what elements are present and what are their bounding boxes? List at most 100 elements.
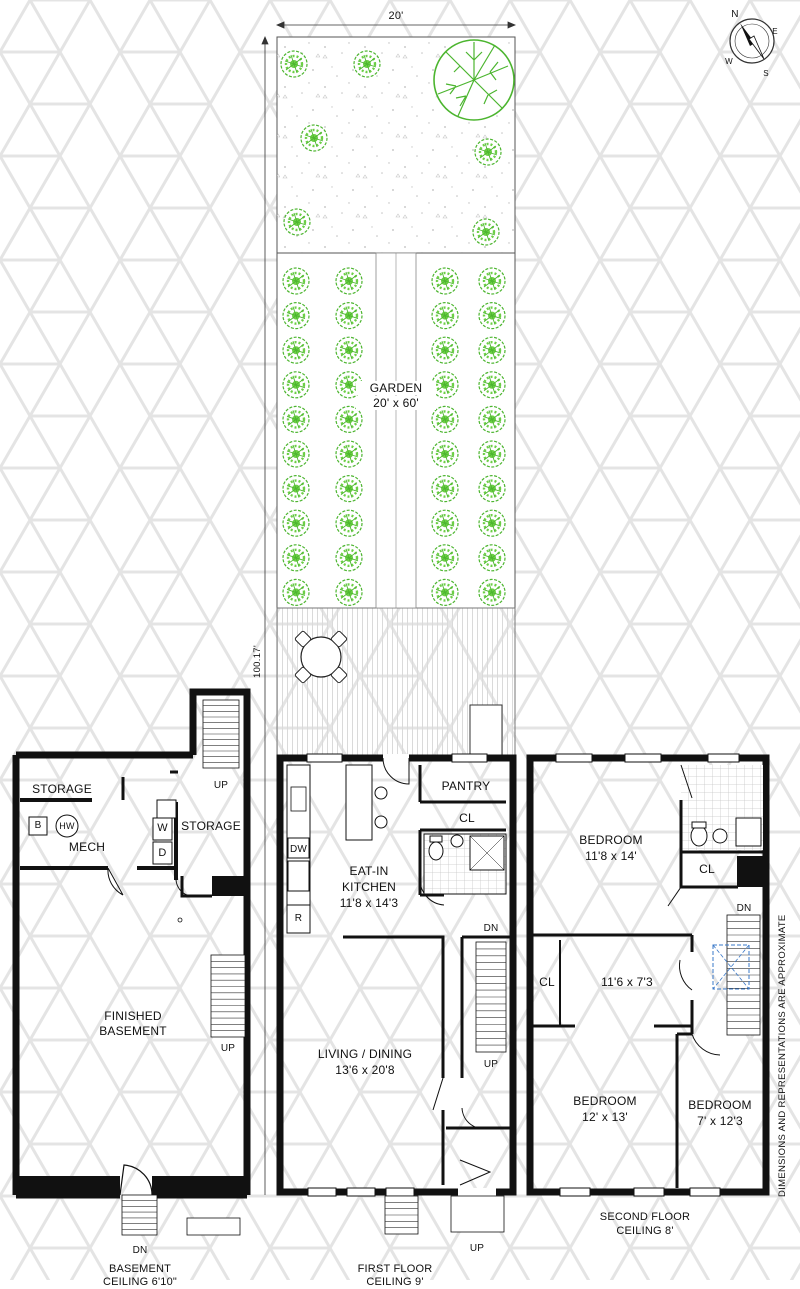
shrub-icon bbox=[334, 543, 364, 572]
shrub-icon bbox=[334, 336, 364, 365]
shrub-icon bbox=[281, 509, 311, 538]
shrub-icon bbox=[334, 578, 364, 607]
shrub-icon bbox=[334, 439, 364, 469]
shrub-icon bbox=[334, 405, 364, 434]
shrub-icon bbox=[282, 207, 312, 237]
kitchen-label-2: KITCHEN bbox=[341, 880, 397, 894]
shrub-icon bbox=[281, 474, 311, 503]
boiler-label: B bbox=[34, 820, 42, 831]
bedroom-1-label: BEDROOM bbox=[579, 833, 643, 847]
garden-area bbox=[276, 36, 516, 756]
dimension-lines bbox=[261, 21, 517, 1195]
dryer-label: D bbox=[158, 847, 167, 859]
garden-label: GARDEN bbox=[356, 381, 436, 395]
basement-dn-label: DN bbox=[132, 1245, 148, 1256]
second-floor-plan bbox=[526, 753, 770, 1197]
garden-size-label: 20' x 60' bbox=[356, 396, 436, 410]
bedroom-2-size-label: 12' x 13' bbox=[582, 1110, 628, 1124]
shrub-icon bbox=[281, 578, 311, 607]
bedroom-3-label: BEDROOM bbox=[688, 1098, 752, 1112]
first-floor-ceiling-label: CEILING 9' bbox=[366, 1276, 424, 1288]
shrub-icon bbox=[299, 123, 329, 153]
second-floor-ceiling-label: CEILING 8' bbox=[616, 1225, 674, 1237]
shrub-icon bbox=[281, 543, 311, 572]
dishwasher-label: DW bbox=[289, 844, 308, 855]
shrub-icon bbox=[430, 266, 460, 296]
shrub-icon bbox=[281, 439, 311, 469]
compass-west-label: W bbox=[725, 57, 733, 66]
shrub-icon bbox=[477, 439, 507, 469]
washer-label: W bbox=[157, 822, 168, 834]
water-heater-label: HW bbox=[59, 821, 75, 831]
shrub-icon bbox=[471, 217, 501, 247]
pantry-label: PANTRY bbox=[441, 779, 491, 793]
bedroom-2-label: BEDROOM bbox=[573, 1094, 637, 1108]
shrub-icon bbox=[430, 439, 460, 469]
shrub-icon bbox=[279, 49, 309, 79]
shrub-icon bbox=[477, 266, 507, 296]
shrub-icon bbox=[334, 266, 364, 296]
refrigerator-label: R bbox=[294, 913, 303, 924]
living-dining-label: LIVING / DINING bbox=[317, 1047, 413, 1061]
shrub-icon bbox=[477, 578, 507, 607]
patio-table-icon bbox=[294, 630, 348, 684]
living-dining-size-label: 13'6 x 20'8 bbox=[335, 1063, 395, 1077]
compass-north-label: N bbox=[731, 9, 739, 20]
shrub-icon bbox=[352, 49, 382, 79]
basement-floor-label: BASEMENT bbox=[108, 1263, 172, 1275]
first-floor-up-bottom-label: UP bbox=[469, 1243, 485, 1254]
lot-depth-label: 100.17' bbox=[252, 645, 263, 678]
shrub-icon bbox=[477, 543, 507, 572]
basement-up-mid-label: UP bbox=[220, 1043, 236, 1054]
second-floor-closet-label-2: CL bbox=[539, 975, 555, 989]
second-floor-closet-label-1: CL bbox=[699, 862, 715, 876]
shrub-icon bbox=[334, 301, 364, 330]
shrub-icon bbox=[477, 370, 507, 399]
compass-east-label: E bbox=[772, 27, 778, 36]
shrub-icon bbox=[430, 543, 460, 572]
shrub-icon bbox=[477, 509, 507, 538]
shrub-icon bbox=[477, 301, 507, 330]
shrub-icon bbox=[281, 336, 311, 365]
basement-up-top-label: UP bbox=[213, 780, 229, 791]
basement-ceiling-label: CEILING 6'10" bbox=[102, 1276, 178, 1288]
lot-width-label: 20' bbox=[388, 10, 404, 22]
bedroom-1-size-label: 11'8 x 14' bbox=[585, 849, 637, 863]
shrub-icon bbox=[334, 474, 364, 503]
first-floor-plan bbox=[276, 753, 517, 1235]
shrub-icon bbox=[281, 370, 311, 399]
bedroom-3-size-label: 7' x 12'3 bbox=[697, 1114, 743, 1128]
first-floor-dn-label: DN bbox=[483, 923, 499, 934]
shrub-icon bbox=[430, 301, 460, 330]
basement-storage-right-label: STORAGE bbox=[181, 819, 241, 833]
shrub-icon bbox=[430, 405, 460, 434]
shrub-icon bbox=[477, 336, 507, 365]
shrub-icon bbox=[430, 336, 460, 365]
shrub-icon bbox=[430, 578, 460, 607]
shrub-icon bbox=[473, 137, 503, 167]
basement-storage-top-label: STORAGE bbox=[32, 782, 92, 796]
shrub-icon bbox=[430, 474, 460, 503]
shrub-icon bbox=[430, 509, 460, 538]
shrub-icon bbox=[281, 405, 311, 434]
second-floor-label: SECOND FLOOR bbox=[599, 1211, 691, 1223]
kitchen-size-label: 11'8 x 14'3 bbox=[339, 896, 399, 910]
finished-basement-label: FINISHED bbox=[104, 1009, 162, 1023]
compass-south-label: S bbox=[763, 69, 769, 78]
middle-room-size-label: 11'6 x 7'3 bbox=[601, 975, 653, 989]
disclaimer-label: DIMENSIONS AND REPRESENTATIONS ARE APPRO… bbox=[777, 914, 788, 1198]
first-floor-label: FIRST FLOOR bbox=[357, 1263, 433, 1275]
shrub-icon bbox=[334, 509, 364, 538]
shrub-icon bbox=[281, 266, 311, 296]
first-floor-closet-label: CL bbox=[459, 811, 475, 825]
finished-basement-label-2: BASEMENT bbox=[99, 1024, 167, 1038]
large-tree-icon bbox=[433, 39, 515, 121]
basement-plan bbox=[12, 688, 251, 1236]
second-floor-dn-label: DN bbox=[736, 903, 752, 914]
first-floor-up-label: UP bbox=[483, 1059, 499, 1070]
shrub-icon bbox=[281, 301, 311, 330]
shrub-icon bbox=[477, 405, 507, 434]
mech-label: MECH bbox=[68, 840, 106, 854]
